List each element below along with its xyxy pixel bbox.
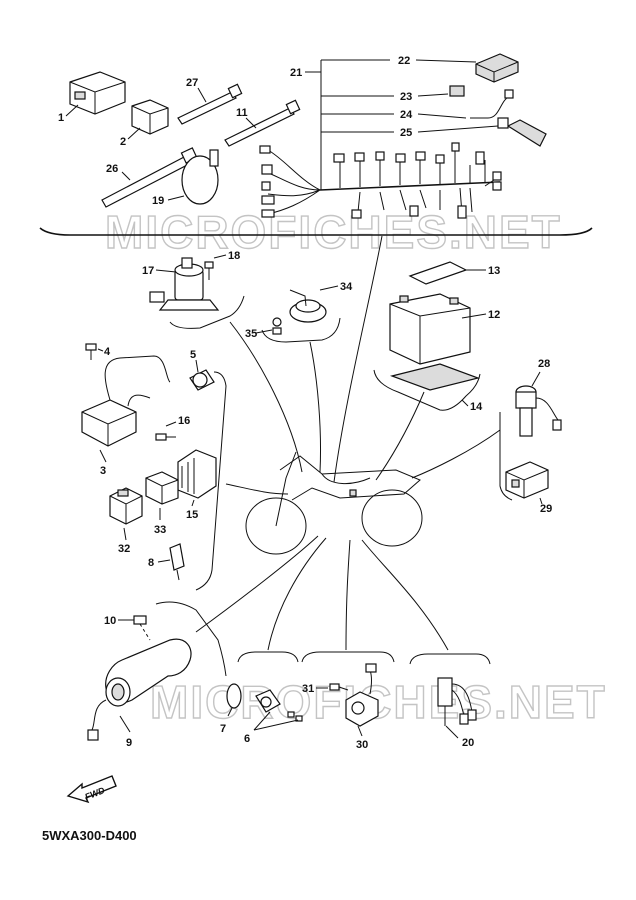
group-12-brace	[373, 369, 481, 411]
motorcycle-outline	[245, 451, 423, 555]
part-33-flasher	[145, 471, 179, 505]
callout-11: 11	[236, 107, 248, 119]
leader-lines	[195, 235, 501, 651]
callout-9: 9	[126, 737, 132, 749]
group-30-brace	[301, 651, 395, 663]
callout-28: 28	[538, 358, 550, 370]
callout-21: 21	[290, 67, 302, 79]
part-1-cdi-unit	[69, 71, 126, 115]
callout-16: 16	[178, 415, 190, 427]
group-28-brace	[499, 412, 513, 501]
part-10-bolt	[133, 615, 151, 641]
callout-35: 35	[245, 328, 257, 340]
part-4-bolt	[85, 343, 97, 360]
callout-34: 34	[340, 281, 353, 293]
group-20-brace	[409, 653, 491, 665]
part-34-horn	[289, 289, 327, 323]
callout-6: 6	[244, 733, 250, 745]
callout-12: 12	[488, 309, 500, 321]
callout-29: 29	[540, 503, 552, 515]
part-23-coupler	[449, 85, 465, 97]
callout-18: 18	[228, 250, 240, 262]
part-6-switch	[255, 689, 303, 722]
callout-32: 32	[118, 543, 130, 555]
callout-22: 22	[398, 55, 410, 67]
callout-2: 2	[120, 136, 126, 148]
part-35-nut	[272, 317, 282, 335]
callout-13: 13	[488, 265, 500, 277]
callout-14: 14	[470, 401, 483, 413]
part-8-spark-plug	[169, 543, 185, 581]
diagram-code: 5WXA300-D400	[42, 828, 137, 843]
part-32-relay	[109, 487, 143, 525]
group-6-brace	[237, 651, 299, 663]
part-18-screw	[204, 261, 214, 280]
part-27-band	[177, 83, 243, 125]
part-30-neutral-switch	[345, 663, 379, 727]
callout-24: 24	[400, 109, 413, 121]
part-20-brake-switch	[437, 677, 477, 726]
part-15-rectifier	[177, 449, 217, 499]
group-9-brace	[155, 601, 227, 677]
part-2-relay	[131, 99, 169, 135]
callout-4: 4	[104, 346, 111, 358]
part-3-ignition-coil	[81, 355, 171, 447]
callout-5: 5	[190, 349, 196, 361]
top-group-brace	[39, 227, 593, 236]
callout-8: 8	[148, 557, 154, 569]
part-22-connector	[475, 53, 519, 83]
callout-26: 26	[106, 163, 118, 175]
callout-23: 23	[400, 91, 412, 103]
part-21-wire-harness	[259, 142, 502, 219]
part-17-main-switch	[149, 257, 220, 311]
part-11-band	[224, 99, 301, 147]
callout-27: 27	[186, 77, 198, 89]
callout-3: 3	[100, 465, 106, 477]
group-3-brace	[195, 371, 227, 591]
callout-1: 1	[58, 112, 64, 124]
part-14-battery-case	[389, 363, 481, 391]
callout-10: 10	[104, 615, 116, 627]
part-7-o-ring	[226, 683, 242, 709]
part-19-clamp	[181, 149, 219, 205]
part-29-connector-cover	[505, 461, 549, 499]
part-16-bolt	[155, 433, 176, 441]
part-9-starter-motor	[87, 638, 192, 741]
callout-7: 7	[220, 723, 226, 735]
part-13-battery-band	[408, 261, 468, 285]
group-17-brace	[169, 295, 245, 329]
callout-25: 25	[400, 127, 412, 139]
watermark-top: MICROFICHES.NET	[105, 206, 562, 258]
callout-30: 30	[356, 739, 368, 751]
callout-31: 31	[302, 683, 314, 695]
part-12-battery	[389, 293, 471, 365]
part-31-screw	[329, 683, 349, 691]
part-28-fuel-sender	[515, 385, 562, 437]
part-24-lead	[470, 89, 514, 119]
part-5-spark-plug-cap	[189, 369, 215, 391]
callout-19: 19	[152, 195, 164, 207]
callout-20: 20	[462, 737, 474, 749]
callout-17: 17	[142, 265, 154, 277]
part-25-connector	[497, 117, 547, 147]
fwd-arrow-icon: FWD	[66, 775, 117, 804]
callout-15: 15	[186, 509, 198, 521]
group-34-brace	[261, 317, 341, 343]
callout-33: 33	[154, 524, 166, 536]
